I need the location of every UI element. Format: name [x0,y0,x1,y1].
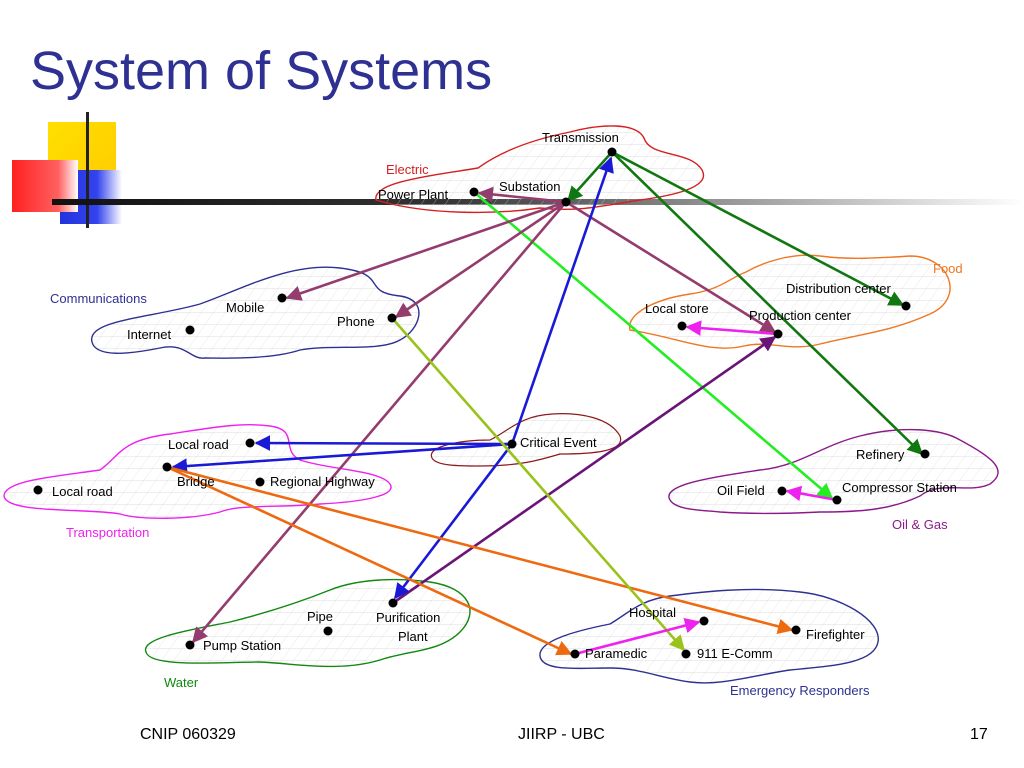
edge-transmission-to-refinery [611,151,924,456]
node-dot-regional-highway [255,477,265,487]
nodes: Transmission Power Plant Substation Mobi… [33,130,957,661]
node-label-regional-highway: Regional Highway [270,474,375,489]
slide-title: System of Systems [30,41,493,101]
node-dot-e-comm [681,649,691,659]
footer-center: JIIRP - UBC [518,726,605,743]
node-label-purification-plant-1: Purification [376,610,440,625]
blob-emergency [539,588,879,684]
node-dot-power-plant [469,187,479,197]
group-label-food: Food [933,261,963,276]
node-dot-distribution-center [901,301,911,311]
node-dot-local-road-left [33,485,43,495]
edge-bridge-to-firefighter [166,465,794,635]
node-label-firefighter: Firefighter [806,627,865,642]
node-dot-production-center [773,329,783,339]
node-label-production-center: Production center [749,308,852,323]
node-dot-compressor-station [832,495,842,505]
node-label-power-plant: Power Plant [378,187,448,202]
node-dot-refinery [920,449,930,459]
node-dot-pump-station [185,640,195,650]
edge-critical-event-to-local-road [254,435,513,451]
node-dot-paramedic [570,649,580,659]
node-dot-pipe [323,626,333,636]
node-label-compressor-station: Compressor Station [842,480,957,495]
node-label-local-road-left: Local road [52,484,113,499]
edge-power-plant-to-compressor-station [473,191,834,500]
node-dot-oil-field [777,486,787,496]
group-label-electric: Electric [386,162,429,177]
edge-purification-plant-to-production-center [392,335,777,605]
group-label-emergency: Emergency Responders [730,683,870,698]
node-label-hospital: Hospital [629,605,676,620]
node-label-transmission: Transmission [542,130,619,145]
node-dot-local-store [677,321,687,331]
group-label-transportation: Transportation [66,525,149,540]
blob-electric [375,125,705,214]
group-label-communications: Communications [50,291,147,306]
edge-transmission-to-distribution-center [611,150,905,307]
node-dot-substation [561,197,571,207]
edge-bridge-to-paramedic [166,465,573,656]
node-label-local-store: Local store [645,301,709,316]
node-dot-firefighter [791,625,801,635]
overlapping-squares-logo [12,112,142,230]
group-label-water: Water [164,675,199,690]
node-label-refinery: Refinery [856,447,905,462]
edge-critical-event-to-purification-plant [393,443,514,600]
edge-paramedic-to-hospital [574,617,701,656]
node-dot-transmission [607,147,617,157]
blob-communications [91,266,420,359]
node-dot-hospital [699,616,709,626]
node-label-bridge: Bridge [177,474,215,489]
node-dot-critical-event [507,439,517,449]
blob-transportation [3,424,392,519]
node-dot-bridge [162,462,172,472]
footer-left: CNIP 060329 [140,726,236,743]
edge-critical-event-to-bridge [171,442,513,474]
edges [166,150,924,656]
node-dot-purification-plant [388,598,398,608]
node-label-paramedic: Paramedic [585,646,648,661]
node-label-local-road-upper: Local road [168,437,229,452]
node-label-distribution-center: Distribution center [786,281,891,296]
node-label-mobile: Mobile [226,300,264,315]
node-label-internet: Internet [127,327,171,342]
node-label-phone: Phone [337,314,375,329]
blob-critical [430,413,622,467]
edge-production-center-to-local-store [685,320,779,336]
node-dot-local-road-upper [245,438,255,448]
node-label-critical-event: Critical Event [520,435,597,450]
footer-page-number: 17 [970,726,988,743]
node-label-e-comm: 911 E-Comm [697,646,773,661]
node-dot-internet [185,325,195,335]
edge-substation-to-mobile [285,200,567,301]
edge-substation-to-production-center [565,200,777,334]
edge-phone-to-e-comm [391,317,686,652]
edge-substation-to-pump-station [191,201,567,644]
node-label-pump-station: Pump Station [203,638,281,653]
edge-critical-event-to-transmission [510,156,614,445]
node-dot-phone [387,313,397,323]
group-label-oil-gas: Oil & Gas [892,517,948,532]
node-dot-mobile [277,293,287,303]
node-label-substation: Substation [499,179,560,194]
node-label-purification-plant-2: Plant [398,629,428,644]
edge-substation-to-phone [394,200,567,319]
edge-compressor-station-to-oil-field [785,485,838,502]
node-label-pipe: Pipe [307,609,333,624]
edge-substation-to-power-plant [477,186,567,204]
node-label-oil-field: Oil Field [717,483,765,498]
